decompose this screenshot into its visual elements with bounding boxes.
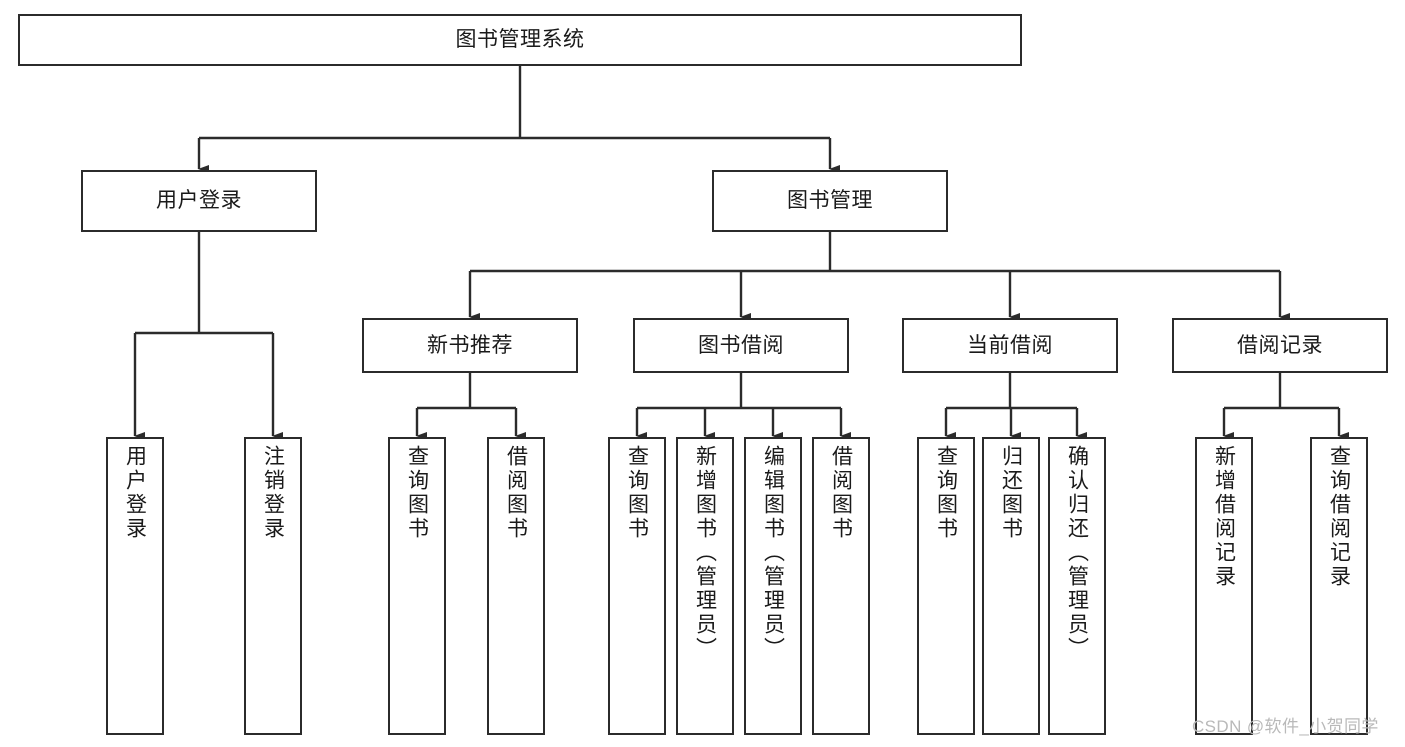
node-root[interactable]: 图书管理系统 xyxy=(18,14,1022,66)
node-leaf-br-query-record[interactable]: 查询借阅记录 xyxy=(1310,437,1368,735)
node-book-manage-label: 图书管理 xyxy=(787,189,873,213)
node-leaf-bb-borrow-book[interactable]: 借阅图书 xyxy=(812,437,870,735)
node-leaf-br-add-record[interactable]: 新增借阅记录 xyxy=(1195,437,1253,735)
node-leaf-cb-confirm-return-label: 确认归还（管理员） xyxy=(1065,445,1089,661)
csdn-watermark: CSDN @软件_小贺同学 xyxy=(1192,717,1379,736)
node-leaf-bb-edit-book[interactable]: 编辑图书（管理员） xyxy=(744,437,802,735)
node-leaf-br-add-record-label: 新增借阅记录 xyxy=(1212,445,1236,589)
node-leaf-user-logout-label: 注销登录 xyxy=(261,445,285,541)
node-borrow-record[interactable]: 借阅记录 xyxy=(1172,318,1388,373)
node-leaf-rec-query-book-label: 查询图书 xyxy=(405,445,429,541)
node-current-borrow[interactable]: 当前借阅 xyxy=(902,318,1118,373)
node-user-login-label: 用户登录 xyxy=(156,189,242,213)
node-leaf-rec-query-book[interactable]: 查询图书 xyxy=(388,437,446,735)
node-leaf-rec-borrow-book[interactable]: 借阅图书 xyxy=(487,437,545,735)
node-book-manage[interactable]: 图书管理 xyxy=(712,170,948,232)
node-leaf-user-logout[interactable]: 注销登录 xyxy=(244,437,302,735)
node-leaf-cb-return-book[interactable]: 归还图书 xyxy=(982,437,1040,735)
node-leaf-user-login[interactable]: 用户登录 xyxy=(106,437,164,735)
node-leaf-bb-edit-book-label: 编辑图书（管理员） xyxy=(761,445,785,661)
node-leaf-cb-query-book-label: 查询图书 xyxy=(934,445,958,541)
node-leaf-bb-borrow-book-label: 借阅图书 xyxy=(829,445,853,541)
node-borrow-record-label: 借阅记录 xyxy=(1237,333,1323,357)
node-book-borrow[interactable]: 图书借阅 xyxy=(633,318,849,373)
node-new-book-recommend[interactable]: 新书推荐 xyxy=(362,318,578,373)
node-leaf-bb-add-book-label: 新增图书（管理员） xyxy=(693,445,717,661)
node-leaf-bb-query-book[interactable]: 查询图书 xyxy=(608,437,666,735)
node-leaf-cb-return-book-label: 归还图书 xyxy=(999,445,1023,541)
node-leaf-user-login-label: 用户登录 xyxy=(123,445,147,541)
node-book-borrow-label: 图书借阅 xyxy=(698,333,784,357)
node-leaf-cb-query-book[interactable]: 查询图书 xyxy=(917,437,975,735)
node-leaf-rec-borrow-book-label: 借阅图书 xyxy=(504,445,528,541)
node-user-login[interactable]: 用户登录 xyxy=(81,170,317,232)
node-current-borrow-label: 当前借阅 xyxy=(967,333,1053,357)
node-leaf-cb-confirm-return[interactable]: 确认归还（管理员） xyxy=(1048,437,1106,735)
node-leaf-br-query-record-label: 查询借阅记录 xyxy=(1327,445,1351,589)
node-leaf-bb-add-book[interactable]: 新增图书（管理员） xyxy=(676,437,734,735)
node-new-book-recommend-label: 新书推荐 xyxy=(427,333,513,357)
node-leaf-bb-query-book-label: 查询图书 xyxy=(625,445,649,541)
node-root-label: 图书管理系统 xyxy=(455,28,585,52)
